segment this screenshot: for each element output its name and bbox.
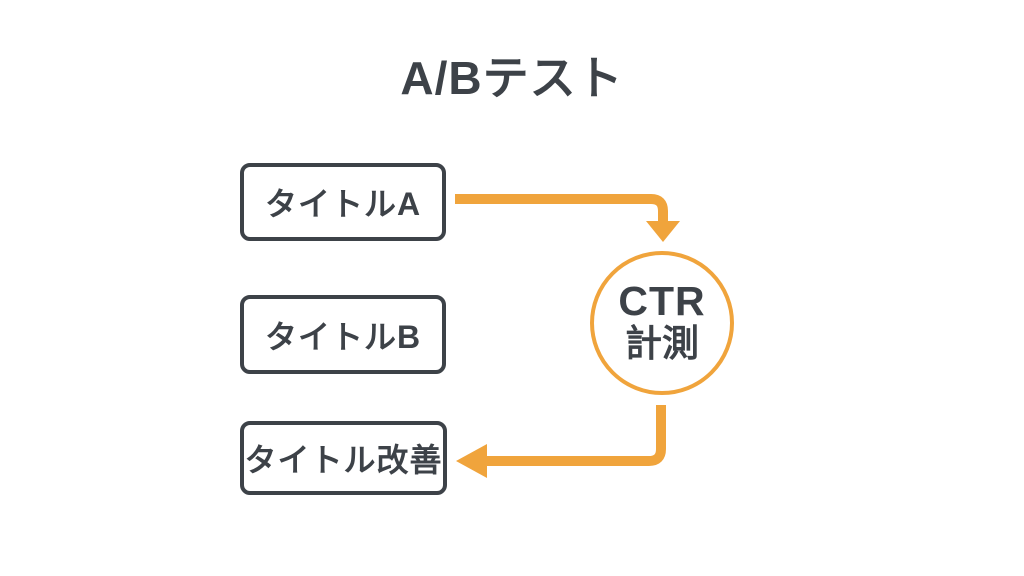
node-title-improve-label: タイトル改善	[244, 442, 443, 478]
arrow-a-to-ctr	[455, 194, 680, 242]
node-title-a: タイトルA	[240, 163, 446, 241]
node-title-b-label: タイトルB	[264, 318, 422, 355]
arrow-ctr-to-improve	[456, 405, 666, 478]
node-ctr-measure-line2: 計測	[625, 323, 699, 365]
node-ctr-measure: CTR 計測	[590, 251, 734, 395]
arrow-ctr-to-improve-line	[486, 405, 666, 466]
diagram-title: A/Bテスト	[400, 52, 624, 104]
node-title-improve: タイトル改善	[240, 421, 447, 495]
node-title-b: タイトルB	[240, 295, 446, 374]
arrow-down-icon	[646, 221, 680, 242]
node-title-a-label: タイトルA	[264, 186, 422, 222]
node-ctr-measure-line1: CTR	[618, 278, 706, 325]
arrow-a-to-ctr-line	[455, 194, 668, 226]
arrow-left-icon	[456, 444, 487, 478]
